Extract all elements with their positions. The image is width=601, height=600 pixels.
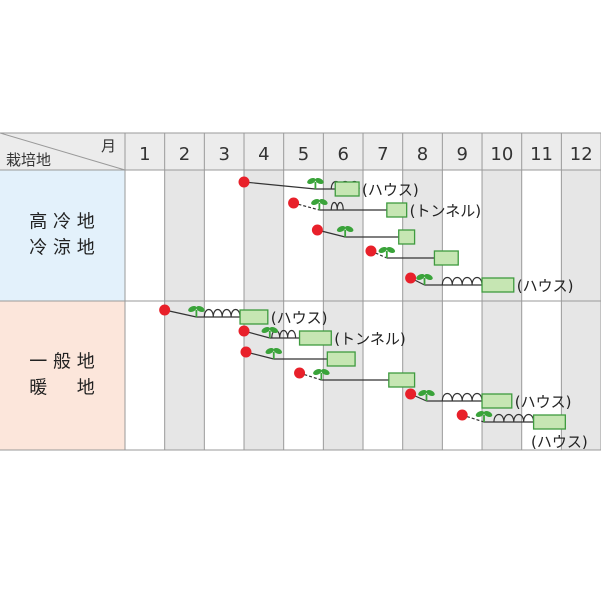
schedule-row: (ハウス) (405, 388, 572, 411)
sowing-dot-icon (288, 197, 300, 209)
tunnel-cover-icon (330, 201, 344, 211)
harvest-box-icon (326, 351, 356, 367)
tunnel-cover-icon (493, 413, 535, 423)
sowing-dot-icon (238, 176, 250, 188)
region-label-line: 一 般 地 (29, 352, 94, 373)
harvest-box-icon (532, 414, 566, 430)
seedling-sprout-icon (307, 177, 324, 189)
sowing-dot-icon (456, 409, 468, 421)
seedling-sprout-icon (311, 198, 328, 210)
gray-month-column (323, 170, 364, 450)
sowing-dot-icon (405, 272, 417, 284)
seedling-sprout-icon (416, 273, 433, 285)
sowing-dot-icon (238, 325, 250, 337)
cultivation-note: (ハウス) (531, 433, 588, 451)
schedule-row (311, 224, 416, 245)
region-label-line: 冷 涼 地 (29, 238, 94, 259)
month-header-11: 11 (530, 144, 553, 165)
sowing-dot-icon (311, 224, 323, 236)
month-label: 月 (101, 137, 116, 155)
corner-label: 栽培地 (6, 151, 51, 169)
month-header-7: 7 (377, 144, 388, 165)
seedling-sprout-icon (336, 225, 354, 237)
seedling-sprout-icon (418, 389, 435, 401)
tunnel-cover-icon (441, 392, 483, 402)
harvest-box-icon (298, 330, 332, 346)
tunnel-cover-icon (203, 308, 241, 318)
seedling-sprout-icon (261, 326, 279, 338)
harvest-box-icon (433, 250, 459, 266)
schedule-row: (ハウス) (456, 409, 588, 451)
month-header-1: 1 (139, 144, 150, 165)
seedling-sprout-icon (265, 347, 282, 359)
region-label-line: 暖 地 (29, 378, 94, 399)
harvest-box-icon (388, 372, 416, 388)
harvest-box-icon (239, 309, 269, 325)
schedule-row (365, 245, 459, 266)
sowing-dot-icon (405, 388, 417, 400)
harvest-box-icon (481, 393, 513, 409)
harvest-box-icon (481, 277, 515, 293)
seedling-sprout-icon (378, 246, 396, 258)
region-label-cell (0, 170, 125, 301)
harvest-box-icon (334, 181, 360, 197)
corner-diagonal (0, 132, 126, 171)
gray-month-column (561, 170, 601, 450)
month-header-3: 3 (218, 144, 229, 165)
nursery-dashed-line (299, 372, 322, 381)
sowing-dot-icon (159, 304, 171, 316)
seedling-sprout-icon (475, 410, 493, 422)
month-header-9: 9 (456, 144, 467, 165)
harvest-box-icon (398, 229, 416, 245)
sowing-dot-icon (240, 346, 252, 358)
sowing-dot-icon (365, 245, 377, 257)
cultivation-note: (ハウス) (362, 181, 419, 199)
schedule-row: (ハウス) (159, 304, 328, 327)
seedling-sprout-icon (313, 368, 330, 380)
header-band (0, 133, 601, 170)
tunnel-cover-icon (441, 276, 483, 286)
schedule-row: (トンネル) (238, 325, 406, 348)
schedule-row: (ハウス) (405, 272, 574, 295)
month-header-8: 8 (417, 144, 428, 165)
harvest-box-icon (386, 202, 408, 218)
month-header-10: 10 (490, 144, 513, 165)
cultivation-note: (トンネル) (334, 330, 405, 348)
nursery-line (243, 181, 316, 190)
cultivation-note: (ハウス) (517, 277, 574, 295)
gray-month-column (402, 170, 443, 450)
month-header-12: 12 (570, 144, 593, 165)
cultivation-note: (ハウス) (515, 393, 572, 411)
cultivation-note: (トンネル) (410, 202, 481, 220)
schedule-row: (ハウス) (238, 176, 419, 199)
schedule-row (240, 346, 356, 367)
region-label-cell (0, 301, 125, 450)
cultivation-note: (ハウス) (271, 309, 328, 327)
month-header-2: 2 (179, 144, 190, 165)
nursery-dashed-line (462, 414, 485, 423)
month-header-4: 4 (258, 144, 269, 165)
region-label-line: 高 冷 地 (29, 212, 94, 233)
schedule-row: (トンネル) (288, 197, 481, 220)
month-header-5: 5 (298, 144, 309, 165)
month-header-6: 6 (337, 144, 348, 165)
seedling-sprout-icon (188, 305, 205, 317)
nursery-dashed-line (293, 202, 320, 211)
sowing-dot-icon (294, 367, 306, 379)
schedule-row (294, 367, 416, 388)
